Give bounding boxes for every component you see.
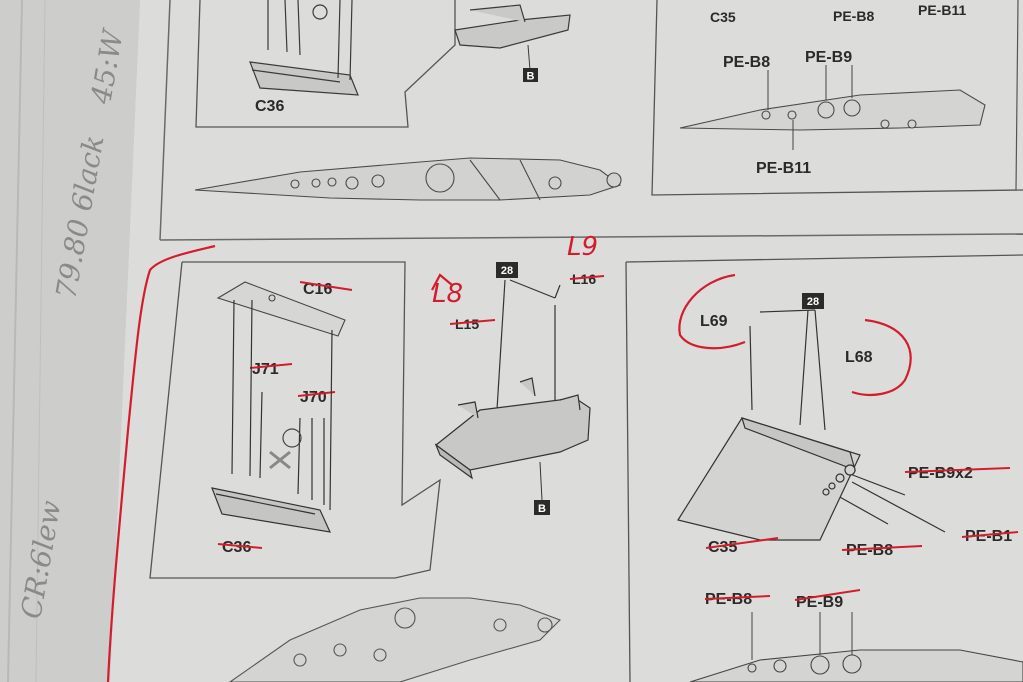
- part-b-lower: [434, 377, 591, 480]
- step-box-28-right-label: 28: [807, 296, 819, 308]
- label-c35-upper: C35: [710, 9, 736, 25]
- part-c35-lower: [677, 417, 861, 541]
- part-c36-lower: [211, 487, 332, 533]
- label-pe-b11: PE-B11: [756, 160, 811, 177]
- label-l69: L69: [700, 313, 728, 330]
- spring-part: [282, 428, 302, 448]
- assembly-arrows-left: [231, 299, 333, 511]
- x-mark: [269, 450, 291, 470]
- part-b-upper: [454, 4, 571, 49]
- panel-border: [159, 0, 171, 241]
- red-strike: [299, 281, 353, 291]
- paper-edge-line: [35, 0, 46, 682]
- label-pe-b8-bottom: PE-B8: [705, 591, 752, 608]
- label-pe-b1: PE-B1: [965, 528, 1012, 545]
- label-pe-b8-lower: PE-B8: [846, 542, 893, 559]
- label-pe-b9x2: PE-B9x2: [908, 465, 973, 482]
- callout-box-lower-left: [149, 261, 441, 579]
- red-annotations: [106, 244, 912, 682]
- callout-box: [195, 0, 456, 128]
- part-c16: [216, 281, 346, 337]
- label-pe-b8: PE-B8: [723, 54, 770, 71]
- step-box-28-mid-label: 28: [501, 265, 513, 277]
- label-c36-lower: C36: [222, 539, 251, 556]
- wing-upper-right: [679, 89, 986, 131]
- box-b-upper: [523, 68, 538, 82]
- label-l16: L16: [572, 271, 596, 287]
- box-b-upper-label: B: [527, 71, 535, 83]
- label-j71: J71: [252, 361, 279, 378]
- callout-box: [651, 0, 1023, 196]
- part-c36-upper: [249, 0, 359, 96]
- label-pe-b8-upper: PE-B8: [833, 8, 874, 24]
- box-b-lower-label: B: [538, 503, 546, 515]
- label-l68: L68: [845, 349, 873, 366]
- fuselage-upper: [194, 157, 622, 201]
- label-pe-b9: PE-B9: [805, 49, 852, 66]
- label-c35-lower: C35: [708, 539, 737, 556]
- wing-lower-right: [689, 649, 1023, 682]
- step-box-28-mid: [496, 262, 518, 278]
- label-pe-b11-upper: PE-B11: [918, 2, 966, 18]
- panel-border: [159, 233, 1023, 241]
- red-note-l9: L9: [567, 232, 598, 262]
- box-b-lower: [534, 500, 550, 515]
- red-note-l8: L8: [432, 279, 463, 309]
- margin-paper: [0, 0, 140, 682]
- label-j70: J70: [300, 389, 327, 406]
- step-box-28-right: [802, 293, 824, 309]
- label-l15: L15: [455, 316, 479, 332]
- assembly-arrows-right: [749, 309, 946, 533]
- fuselage-lower: [229, 597, 561, 682]
- label-c36-upper: C36: [255, 98, 284, 115]
- paper-edge-line: [7, 0, 23, 682]
